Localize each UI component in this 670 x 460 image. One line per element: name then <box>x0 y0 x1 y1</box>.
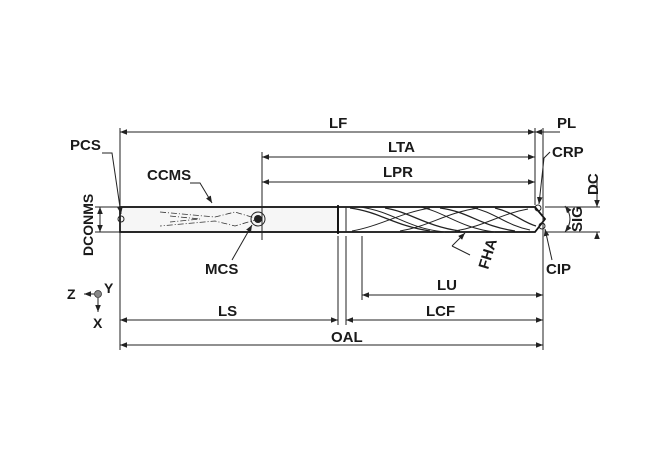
axis-indicator <box>84 290 102 312</box>
axis-label-x: X <box>93 315 103 331</box>
shank <box>119 206 339 233</box>
mcs-point <box>254 215 262 223</box>
label-mcs: MCS <box>205 261 238 278</box>
leader-lines <box>102 151 553 261</box>
label-fha: FHA <box>476 237 501 272</box>
label-pcs: PCS <box>70 137 101 154</box>
label-oal: OAL <box>331 329 363 346</box>
cip-point <box>538 222 546 230</box>
label-cip: CIP <box>546 261 571 278</box>
label-ccms: CCMS <box>147 167 191 184</box>
label-crp: CRP <box>552 144 584 161</box>
axis-label-y: Y <box>104 280 114 296</box>
label-pl: PL <box>557 115 576 132</box>
label-lta: LTA <box>388 139 415 156</box>
fluted-body <box>337 206 547 233</box>
crp-point <box>534 204 542 212</box>
drill-body <box>117 204 547 234</box>
label-dc: DC <box>585 173 602 195</box>
label-lpr: LPR <box>383 164 413 181</box>
flutes <box>349 206 537 233</box>
label-dconms: DCONMS <box>80 194 96 256</box>
extension-lines <box>95 128 600 350</box>
label-lcf: LCF <box>426 303 455 320</box>
axis-label-z: Z <box>67 286 76 302</box>
label-ls: LS <box>218 303 237 320</box>
pcs-point <box>117 215 125 223</box>
dimension-lines <box>97 129 600 348</box>
label-lf: LF <box>329 115 347 132</box>
label-sig: SIG <box>569 206 586 232</box>
label-lu: LU <box>437 277 457 294</box>
